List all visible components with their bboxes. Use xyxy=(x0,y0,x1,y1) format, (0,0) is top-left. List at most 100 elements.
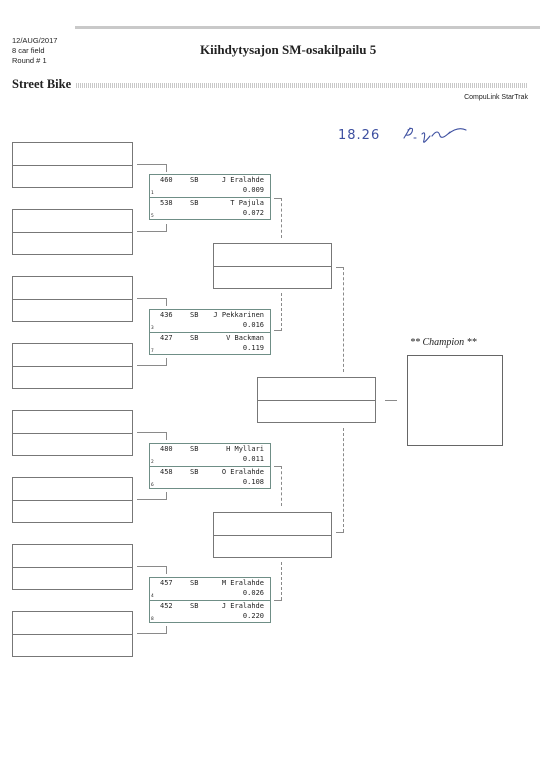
seed-number: 6 xyxy=(151,483,154,488)
reaction-time: 0.016 xyxy=(242,321,264,329)
driver-name: V Backman xyxy=(226,334,264,342)
reaction-time: 0.009 xyxy=(242,186,264,194)
connector xyxy=(137,432,167,433)
seed-number: 8 xyxy=(151,617,154,622)
driver-name: T Pajula xyxy=(230,199,264,207)
match-entry: 452 SB J Eralahde 0.220 8 xyxy=(150,600,270,623)
match-entry: 480 SB H Myllari 0.011 2 xyxy=(150,444,270,466)
car-number: 480 xyxy=(160,445,173,453)
handwritten-signature xyxy=(400,122,470,150)
reaction-time: 0.119 xyxy=(242,344,264,352)
connector xyxy=(137,633,167,634)
champion-box xyxy=(407,355,503,446)
reaction-time: 0.072 xyxy=(242,209,264,217)
entry-box-7 xyxy=(12,544,133,590)
entry-box-6 xyxy=(12,477,133,523)
seed-number: 2 xyxy=(151,460,154,465)
semifinal-box-1 xyxy=(213,243,332,289)
connector xyxy=(274,600,282,601)
entry-box-5 xyxy=(12,410,133,456)
round-number: Round # 1 xyxy=(12,56,47,65)
connector xyxy=(274,198,282,199)
match-entry: 538 SB T Pajula 0.072 5 xyxy=(150,197,270,220)
match-3: 480 SB H Myllari 0.011 2 458 SB O Eralah… xyxy=(149,443,271,489)
car-class: SB xyxy=(190,334,199,342)
champion-label: ** Champion ** xyxy=(410,337,477,348)
seed-number: 7 xyxy=(151,349,154,354)
connector xyxy=(166,358,167,366)
event-title: Kiihdytysajon SM-osakilpailu 5 xyxy=(200,42,377,57)
dotted-rule xyxy=(76,83,528,88)
match-2: 436 SB J Pekkarinen 0.016 3 427 SB V Bac… xyxy=(149,309,271,355)
match-entry: 457 SB M Eralahde 0.026 4 xyxy=(150,578,270,600)
driver-name: M Eralahde xyxy=(221,579,264,587)
event-date: 12/AUG/2017 xyxy=(12,36,58,45)
connector xyxy=(166,626,167,634)
final-box xyxy=(257,377,376,423)
connector xyxy=(336,267,344,268)
handwritten-time: 18.26 xyxy=(338,128,381,143)
entry-box-2 xyxy=(12,209,133,255)
connector xyxy=(137,566,167,567)
connector xyxy=(281,198,282,238)
car-number: 452 xyxy=(160,602,173,610)
car-class: SB xyxy=(190,445,199,453)
connector xyxy=(137,499,167,500)
car-number: 460 xyxy=(160,176,173,184)
connector xyxy=(137,231,167,232)
match-entry: 436 SB J Pekkarinen 0.016 3 xyxy=(150,310,270,332)
entry-box-1 xyxy=(12,142,133,188)
car-class: SB xyxy=(190,311,199,319)
match-entry: 458 SB O Eralahde 0.108 6 xyxy=(150,466,270,489)
connector xyxy=(166,298,167,306)
class-name: Street Bike xyxy=(12,77,72,91)
seed-number: 1 xyxy=(151,191,154,196)
driver-name: H Myllari xyxy=(226,445,264,453)
car-class: SB xyxy=(190,579,199,587)
connector xyxy=(281,293,282,331)
match-entry: 427 SB V Backman 0.119 7 xyxy=(150,332,270,355)
connector xyxy=(137,298,167,299)
connector xyxy=(274,466,282,467)
car-number: 538 xyxy=(160,199,173,207)
car-class: SB xyxy=(190,176,199,184)
connector xyxy=(166,224,167,232)
connector xyxy=(137,365,167,366)
reaction-time: 0.011 xyxy=(242,455,264,463)
car-class: SB xyxy=(190,199,199,207)
connector xyxy=(166,492,167,500)
connector xyxy=(274,330,282,331)
seed-number: 5 xyxy=(151,214,154,219)
connector xyxy=(336,532,344,533)
connector xyxy=(137,164,167,165)
connector xyxy=(343,428,344,532)
driver-name: O Eralahde xyxy=(221,468,264,476)
match-1: 460 SB J Eralahde 0.009 1 538 SB T Pajul… xyxy=(149,174,271,220)
connector xyxy=(166,432,167,440)
match-4: 457 SB M Eralahde 0.026 4 452 SB J Erala… xyxy=(149,577,271,623)
connector xyxy=(166,164,167,172)
timing-system: CompuLink StarTrak xyxy=(464,94,528,101)
seed-number: 4 xyxy=(151,594,154,599)
car-class: SB xyxy=(190,468,199,476)
entry-box-4 xyxy=(12,343,133,389)
car-number: 457 xyxy=(160,579,173,587)
connector xyxy=(281,562,282,600)
car-number: 458 xyxy=(160,468,173,476)
driver-name: J Eralahde xyxy=(221,176,264,184)
header-rule xyxy=(75,26,540,29)
driver-name: J Pekkarinen xyxy=(213,311,264,319)
reaction-time: 0.026 xyxy=(242,589,264,597)
reaction-time: 0.108 xyxy=(242,478,264,486)
semifinal-box-2 xyxy=(213,512,332,558)
reaction-time: 0.220 xyxy=(242,612,264,620)
connector xyxy=(166,566,167,574)
entry-box-8 xyxy=(12,611,133,657)
field-size: 8 car field xyxy=(12,46,45,55)
connector xyxy=(281,466,282,506)
car-class: SB xyxy=(190,602,199,610)
car-number: 427 xyxy=(160,334,173,342)
car-number: 436 xyxy=(160,311,173,319)
connector xyxy=(385,400,397,401)
seed-number: 3 xyxy=(151,326,154,331)
